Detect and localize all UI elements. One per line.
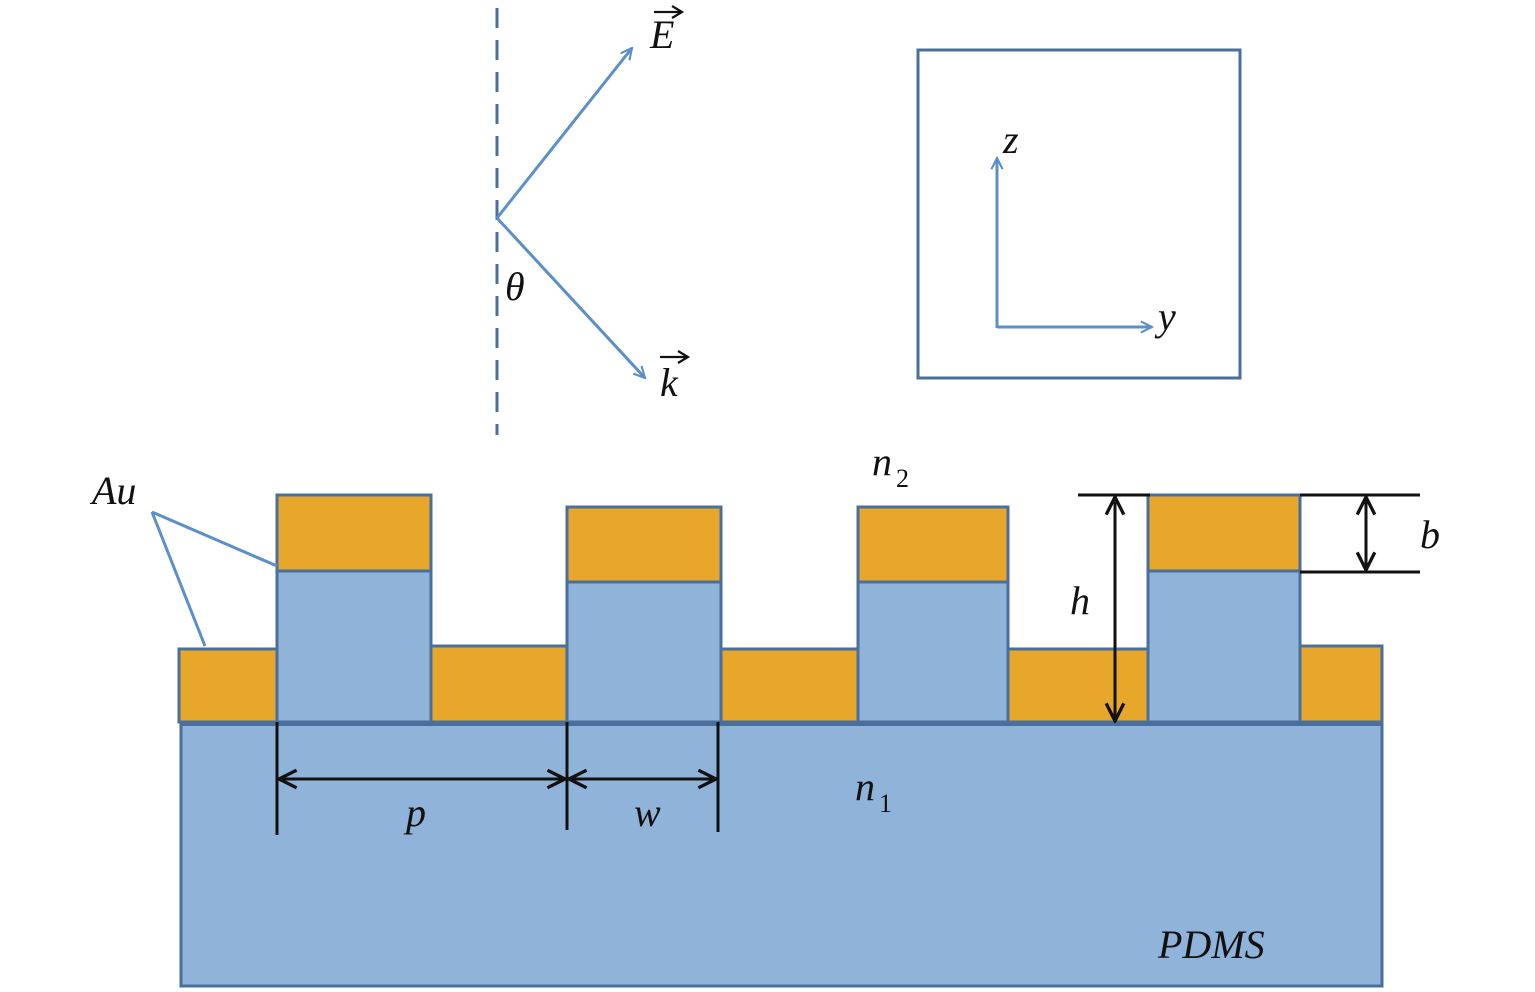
h-label: h (1070, 578, 1090, 623)
gold-top-cap (1146, 493, 1302, 573)
pdms-substrate (179, 720, 1384, 988)
au-leader-line (151, 510, 278, 568)
gold-bottom-strip (177, 647, 279, 724)
e-field-vector (495, 48, 632, 219)
n2-subscript: 2 (896, 464, 909, 493)
coordinate-box: z y (916, 48, 1242, 380)
au-callout: Au (89, 468, 278, 647)
b-label: b (1420, 512, 1440, 557)
n2-label: n (872, 439, 892, 484)
e-vector-overarrow (654, 5, 685, 19)
pdms-label: PDMS (1157, 922, 1265, 967)
pdms-ridge (856, 580, 1010, 724)
w-label: w (634, 790, 661, 835)
pdms-ridge (275, 569, 433, 724)
k-vector-overarrow (660, 350, 691, 364)
grating-structure (177, 493, 1384, 988)
y-axis-label: y (1154, 294, 1176, 339)
incidence-geometry: E k θ (495, 5, 691, 435)
coordinate-frame (916, 48, 1242, 380)
z-axis-label: z (1002, 117, 1019, 162)
gold-top-cap (565, 505, 723, 584)
gold-bottom-strip (719, 647, 860, 724)
au-label: Au (89, 468, 136, 513)
pdms-ridge (1146, 569, 1302, 724)
theta-label: θ (505, 264, 525, 309)
n1-subscript: 1 (879, 789, 892, 818)
dimensions: h b p w (275, 493, 1440, 835)
p-label: p (403, 790, 426, 835)
refractive-indices: n 2 n 1 (855, 439, 909, 818)
gold-top-cap (856, 505, 1010, 584)
e-vector-label: E (649, 12, 674, 57)
gold-bottom-strip (429, 644, 569, 724)
n1-label: n (855, 764, 875, 809)
k-wave-vector (495, 216, 645, 378)
k-vector-label: k (660, 360, 679, 405)
gold-bottom-strip (1298, 644, 1384, 724)
pdms-ridge (565, 580, 723, 724)
gold-top-cap (275, 493, 433, 573)
gold-bottom-strip (1006, 647, 1150, 724)
au-leader-line (150, 511, 207, 647)
